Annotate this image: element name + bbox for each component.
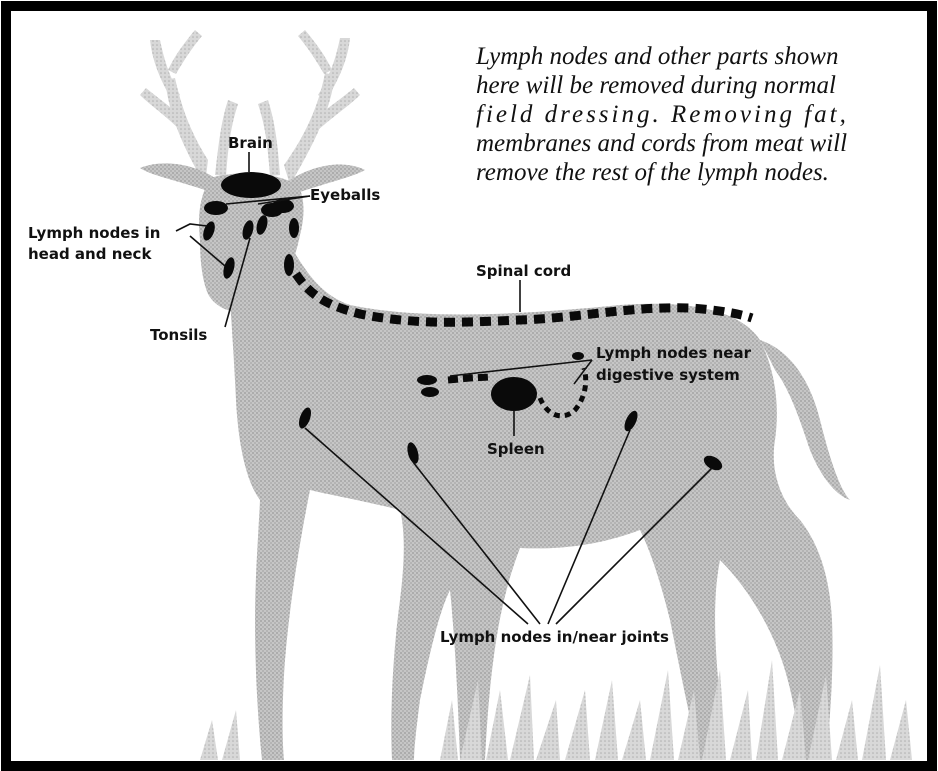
head-nodes-label-line1: Lymph nodes in	[28, 224, 160, 242]
spleen-node	[491, 377, 537, 411]
tonsils-label: Tonsils	[150, 326, 207, 344]
digestive-nodes-label-line2: digestive system	[596, 366, 740, 384]
caption-text: Lymph nodes and other parts shown here w…	[476, 42, 916, 187]
spleen-label: Spleen	[487, 440, 545, 458]
caption-line-5: remove the rest of the lymph nodes.	[476, 158, 916, 187]
neck-node	[289, 218, 299, 238]
head-nodes-label-line2: head and neck	[28, 245, 152, 263]
eyeball-left	[204, 201, 228, 215]
eyeballs-label: Eyeballs	[310, 186, 380, 204]
caption-line-3: field dressing. Removing fat,	[476, 100, 916, 129]
digestive-nodes-label-line1: Lymph nodes near	[596, 344, 752, 362]
joints-label: Lymph nodes in/near joints	[440, 628, 669, 646]
spinal-cord-label: Spinal cord	[476, 262, 571, 280]
brain-node	[221, 172, 281, 198]
neck-node-lower	[284, 254, 294, 276]
brain-label: Brain	[228, 134, 273, 152]
caption-line-2: here will be removed during normal	[476, 71, 916, 100]
caption-line-4: membranes and cords from meat will	[476, 129, 916, 158]
caption-line-1: Lymph nodes and other parts shown	[476, 42, 916, 71]
